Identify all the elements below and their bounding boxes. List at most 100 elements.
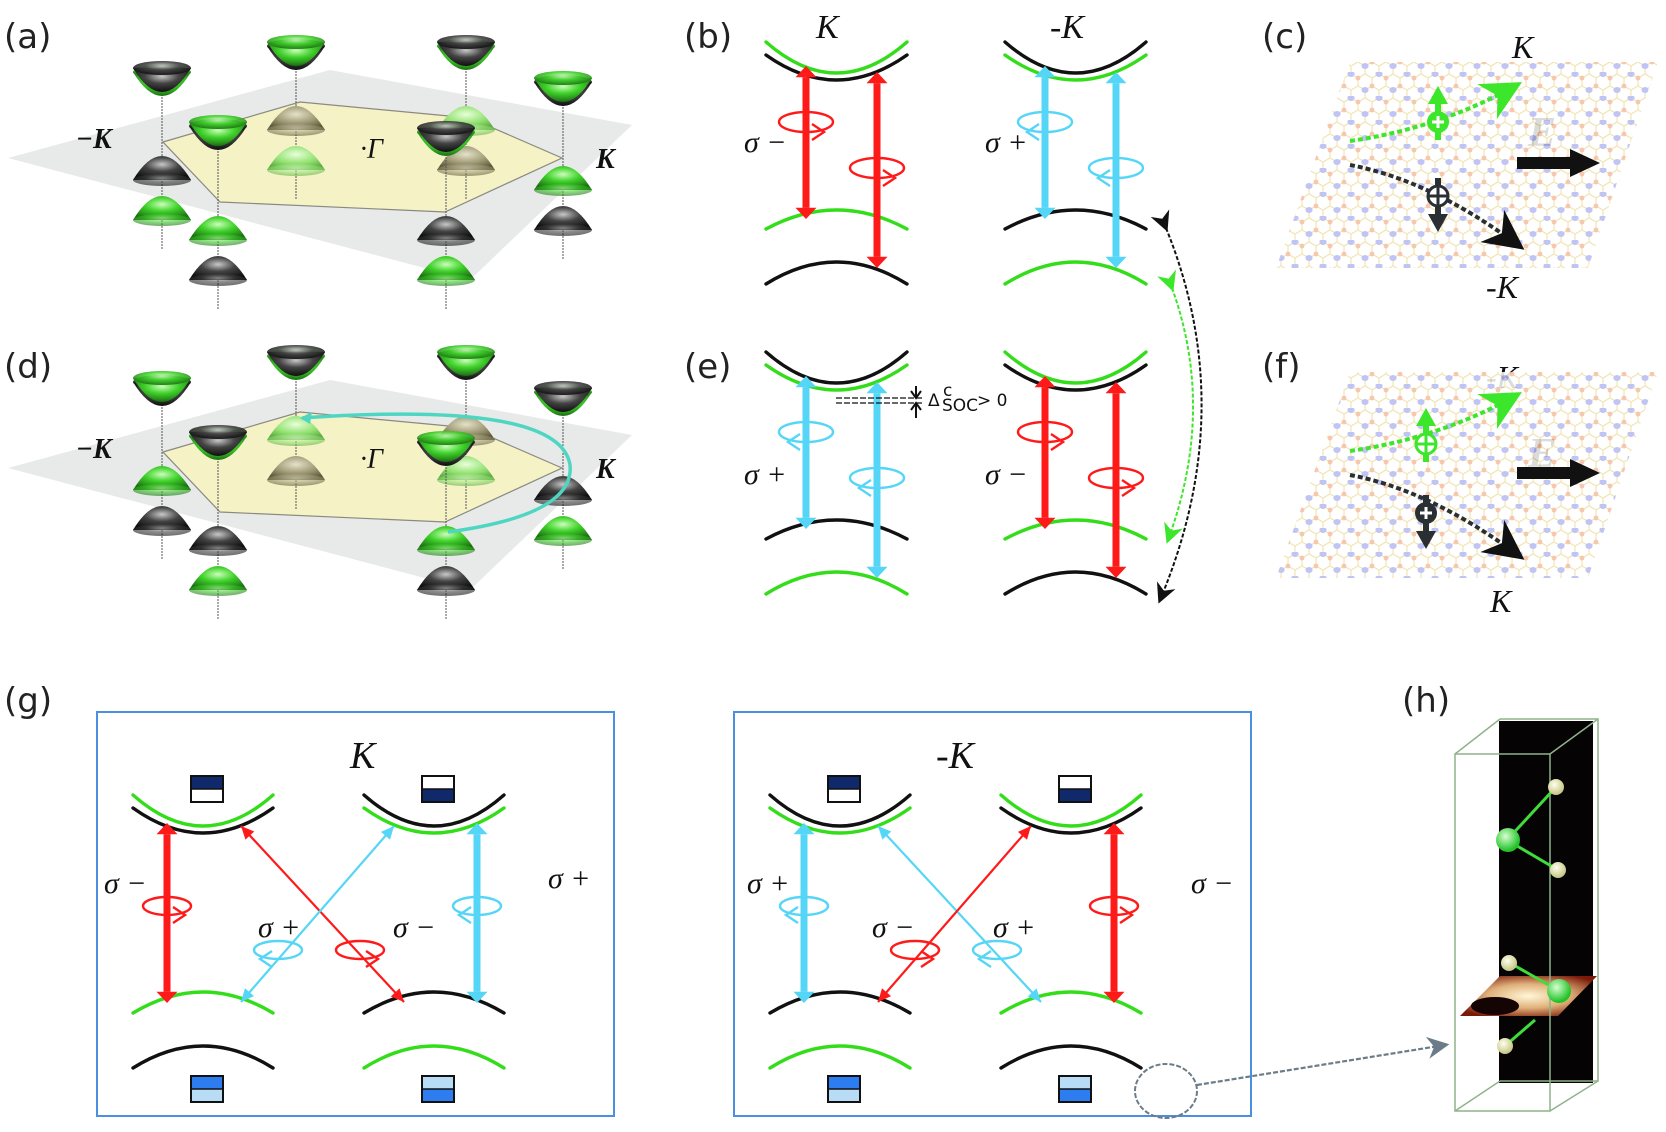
valence-cone-upper [189, 526, 247, 556]
arrow-line [240, 825, 405, 1003]
valley-orbit-arrowhead [300, 412, 312, 424]
valley-cones [189, 425, 247, 620]
panel-d-brillouin-zone: ·Γ−KK [8, 345, 632, 620]
cone-rim [189, 274, 247, 286]
charge-density-slice [1499, 721, 1593, 1083]
optical-transition-arrow [866, 72, 888, 268]
optical-transition-arrow [795, 376, 817, 529]
vertical-transition-arrow [793, 823, 815, 1003]
panel-a-brillouin-zone: ·Γ−KK [8, 35, 632, 310]
spin-down-arrow [1428, 214, 1448, 232]
cone-rim [189, 425, 247, 439]
valence-band-lower [999, 1044, 1143, 1070]
spin-state-box [421, 775, 455, 803]
polarization-ring [1016, 420, 1074, 451]
state-top-half [422, 1076, 454, 1089]
polarization-arrowhead [1050, 433, 1066, 451]
polarization-ellipse [1088, 895, 1140, 917]
soc-arrow-down [910, 386, 922, 400]
valence-band-lower [764, 570, 909, 596]
sigma-label: σ + [258, 911, 301, 944]
plus-sign [1428, 186, 1448, 206]
sigma-label: σ + [993, 911, 1036, 944]
carrier-with-spin [1415, 495, 1437, 549]
conduction-band-lower [1003, 363, 1148, 392]
cone-rim [437, 474, 495, 486]
arrow-shaft [1112, 393, 1120, 567]
polarization-ellipse [778, 895, 830, 917]
sigma-plus-label: σ + [744, 458, 787, 491]
cone-rim [534, 494, 592, 506]
arrow-head-up [795, 66, 817, 78]
arrow-head [241, 988, 255, 1002]
conduction-band-lower [131, 806, 275, 835]
conduction-cone-upper [534, 71, 592, 102]
cone-rim [417, 121, 475, 135]
cone-body [534, 516, 592, 540]
box-title-k: K [349, 735, 377, 777]
polarization-arrowhead [456, 906, 472, 924]
cross-transition-arrow [877, 825, 1032, 1003]
spin-state-box [1058, 775, 1092, 803]
polarization-ring [141, 895, 193, 924]
arrow-line [240, 825, 395, 1003]
arrow-head-down [866, 256, 888, 268]
cone-body [133, 506, 191, 530]
polarization-arrowhead [920, 950, 936, 968]
conduction-band-upper [764, 350, 909, 385]
cone-rim [189, 234, 247, 246]
field-arrow-head [1570, 459, 1600, 487]
sigma-minus-label: σ − [985, 458, 1028, 491]
cone-body [133, 156, 191, 180]
polarization-ring [1087, 466, 1145, 497]
cone-body [267, 106, 325, 130]
soc-relation: > 0 [977, 391, 1007, 411]
valence-band-upper [131, 990, 275, 1015]
optical-transition-arrow [1034, 376, 1056, 529]
sigma-label: σ + [548, 862, 591, 895]
arrow-head-down [793, 991, 815, 1003]
valence-cone-lower [534, 206, 592, 236]
polarization-arrowhead [257, 950, 273, 968]
arrow-head-up [1034, 376, 1056, 388]
valence-cone-lower [437, 146, 495, 176]
cone-rim [189, 115, 247, 129]
panel-label-h: (h) [1402, 681, 1450, 721]
cone-body [417, 216, 475, 240]
polarization-ellipse [252, 939, 304, 961]
polarization-arrowhead [1024, 123, 1040, 141]
arrow-line [877, 825, 1032, 1003]
plus-sign [1420, 507, 1432, 519]
arrow-shaft [873, 83, 881, 257]
cone-rim [534, 184, 592, 196]
sigma-minus-label: σ − [744, 126, 787, 159]
arrow-head-up [793, 823, 815, 835]
carrier-with-spin [1426, 178, 1450, 232]
panel-h-crystal-structure [1454, 718, 1599, 1112]
valence-band-lower [131, 1044, 275, 1070]
arrow-shaft [800, 834, 808, 992]
valence-band-lower [764, 260, 909, 286]
cone-rim [267, 345, 325, 359]
panel-f-valley-hall: -K K E [1276, 359, 1658, 619]
box-title-minus-k: -K [936, 735, 976, 777]
polarization-ellipse [848, 156, 906, 180]
cone-body [267, 456, 325, 480]
valence-band-upper [1003, 208, 1148, 231]
conduction-cone-upper [189, 115, 247, 146]
polarization-ellipse [451, 895, 503, 917]
soc-superscript: c [943, 381, 952, 401]
arrow-head-down [156, 991, 178, 1003]
valley-k-box [96, 711, 615, 1117]
optical-transition-arrow [795, 66, 817, 219]
valence-band-upper [764, 518, 909, 541]
arrow-shaft [873, 393, 881, 567]
field-arrow-shaft [1517, 467, 1573, 479]
arrow-head-down [1105, 566, 1127, 578]
valence-cone-lower [417, 566, 475, 596]
cone-body [267, 146, 325, 170]
metal-atom [1547, 979, 1571, 1003]
conduction-band-lower [999, 806, 1143, 835]
cone-rim [437, 345, 495, 359]
